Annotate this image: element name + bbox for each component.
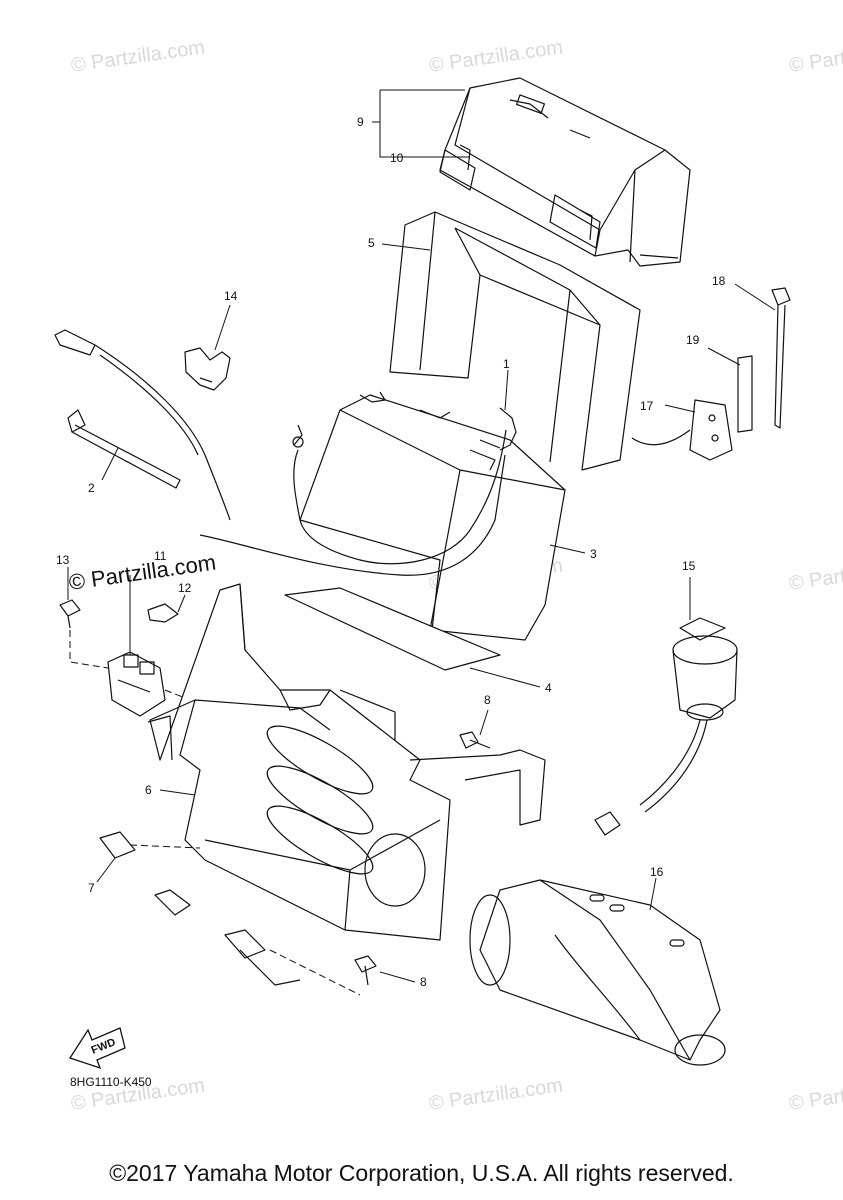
callout-2: 2 — [88, 481, 95, 495]
callout-8-lower: 8 — [420, 975, 427, 989]
cable-tie — [54, 329, 231, 521]
pad — [99, 831, 136, 859]
callout-11: 11 — [154, 549, 167, 563]
strip — [737, 355, 753, 433]
battery-box — [147, 583, 546, 986]
bolt-8-upper — [459, 731, 491, 749]
callout-9: 9 — [357, 115, 364, 129]
watermark-prominent: © Partzilla.com — [67, 550, 217, 595]
leader-lines — [67, 89, 776, 983]
watermark: © Partzilla.com — [788, 554, 843, 595]
bolt-8-lower — [354, 955, 377, 986]
copyright-notice: ©2017 Yamaha Motor Corporation, U.S.A. A… — [109, 1160, 734, 1186]
diagram-code: 8HG1110-K450 — [70, 1075, 152, 1089]
bolt-13 — [59, 599, 81, 629]
callout-4: 4 — [545, 681, 552, 695]
callout-17: 17 — [640, 399, 654, 413]
clamp-clip — [184, 347, 231, 391]
callout-16: 16 — [650, 865, 664, 879]
watermark: © Partzilla.com — [70, 36, 207, 77]
callout-13: 13 — [56, 553, 70, 567]
battery-band — [389, 211, 641, 471]
callout-6: 6 — [145, 783, 152, 797]
dashed-line — [269, 949, 361, 996]
dashed-line — [129, 844, 201, 849]
cable-tie-right — [771, 287, 791, 429]
watermark: © Partzilla.com — [788, 36, 843, 77]
callout-7: 7 — [88, 881, 95, 895]
callout-12: 12 — [178, 581, 192, 595]
callouts: 1 2 3 4 5 6 7 8 8 9 10 11 12 13 14 15 16… — [56, 115, 726, 989]
callout-18: 18 — [712, 274, 726, 288]
watermark: © Partzilla.com — [428, 36, 565, 77]
callout-8-upper: 8 — [484, 693, 491, 707]
fwd-arrow: FWD — [69, 1027, 126, 1070]
callout-15: 15 — [682, 559, 696, 573]
positive-cable — [199, 407, 517, 576]
fuse — [147, 603, 179, 623]
callout-3: 3 — [590, 547, 597, 561]
accessory-socket — [594, 617, 738, 836]
starter-relay — [107, 651, 166, 717]
watermark: © Partzilla.com — [428, 1074, 565, 1115]
battery — [299, 391, 566, 641]
battery-mat — [284, 587, 501, 671]
heat-protector — [469, 879, 726, 1066]
callout-1: 1 — [503, 357, 510, 371]
battery-cover — [439, 77, 691, 267]
sensor — [631, 399, 733, 461]
callout-10: 10 — [390, 151, 404, 165]
watermark: © Partzilla.com — [788, 1074, 843, 1115]
callout-5: 5 — [368, 236, 375, 250]
dashed-line — [69, 630, 109, 669]
callout-19: 19 — [686, 333, 700, 347]
callout-14: 14 — [224, 289, 238, 303]
